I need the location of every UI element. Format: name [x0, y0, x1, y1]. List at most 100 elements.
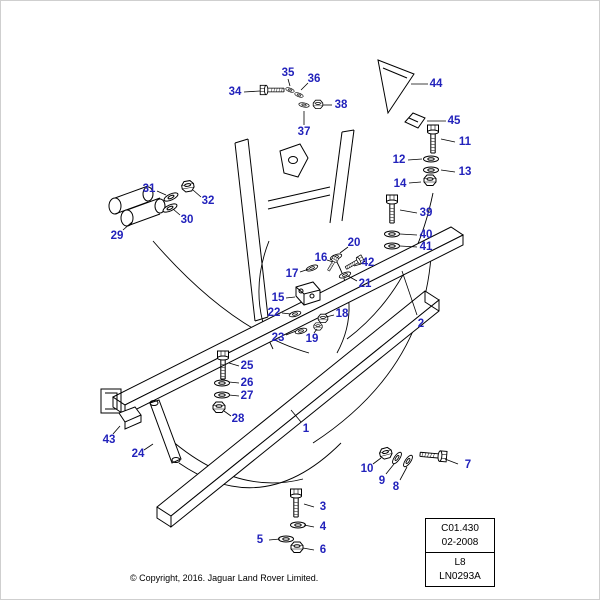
- spacer-tube-bracket: [109, 186, 165, 226]
- callout-labels: 1234567891011121314151617181920212223242…: [103, 67, 472, 556]
- leader-lines: [112, 78, 459, 551]
- callout-39: 39: [420, 207, 433, 219]
- leader-line-9: [385, 463, 395, 475]
- leader-line-7: [444, 458, 459, 465]
- callout-34: 34: [229, 86, 242, 98]
- callout-43: 43: [103, 434, 116, 446]
- callout-40: 40: [420, 229, 433, 241]
- callout-41: 41: [420, 241, 433, 253]
- callout-30: 30: [181, 214, 194, 226]
- leader-line-4: [303, 524, 315, 528]
- leader-line-11: [440, 138, 456, 143]
- nut-38: [312, 99, 324, 109]
- callout-17: 17: [286, 268, 299, 280]
- nut-14: [423, 174, 437, 186]
- catalogue-code: C01.430: [441, 523, 479, 534]
- washer-12: [423, 155, 439, 163]
- leader-line-30: [172, 208, 181, 216]
- bolt-34: [259, 84, 285, 96]
- issue-date: 02-2008: [441, 536, 479, 548]
- washer-31: [162, 190, 180, 204]
- washer-17: [305, 263, 319, 273]
- washer-27: [214, 391, 230, 399]
- leader-line-23: [285, 330, 297, 336]
- leader-line-5: [268, 538, 281, 541]
- callout-14: 14: [394, 178, 407, 190]
- nut-32: [180, 179, 196, 193]
- corner-glass-wedge: [378, 60, 414, 113]
- leader-line-26: [228, 381, 240, 384]
- leader-line-20: [339, 246, 349, 254]
- washer-36: [293, 91, 305, 99]
- callout-37: 37: [298, 126, 311, 138]
- leader-line-25: [228, 362, 240, 367]
- callout-19: 19: [306, 333, 319, 345]
- bolt-11: [427, 124, 439, 154]
- washer-4: [290, 521, 306, 529]
- nut-28: [212, 401, 226, 413]
- leader-line-6: [302, 547, 315, 551]
- nut-18: [317, 313, 329, 324]
- leader-line-29: [122, 221, 133, 231]
- callout-18: 18: [336, 308, 349, 320]
- leader-line-42: [353, 263, 362, 267]
- bolt-7: [419, 448, 448, 463]
- nut-19: [313, 322, 323, 331]
- callout-24: 24: [132, 448, 145, 460]
- leader-line-3: [303, 503, 315, 508]
- bolt-3: [290, 488, 302, 518]
- callout-4: 4: [320, 521, 327, 533]
- leader-line-36: [300, 82, 309, 91]
- leader-line-14: [408, 181, 422, 184]
- leader-line-35: [287, 78, 291, 87]
- leader-line-31: [156, 190, 167, 196]
- leader-line-12: [407, 158, 423, 161]
- callout-13: 13: [459, 166, 472, 178]
- callout-11: 11: [459, 136, 472, 148]
- hinge-bracket: [280, 144, 308, 177]
- washer-8: [401, 453, 415, 469]
- leader-line-32: [192, 189, 202, 198]
- leader-line-21: [347, 275, 358, 282]
- copyright-text: © Copyright, 2016. Jaguar Land Rover Lim…: [130, 573, 319, 583]
- leader-line-22: [281, 312, 292, 315]
- washer-37: [298, 101, 310, 109]
- callout-6: 6: [320, 544, 326, 556]
- support-strut: [150, 400, 181, 463]
- callout-28: 28: [232, 413, 245, 425]
- washer-9: [390, 450, 404, 466]
- callout-21: 21: [359, 278, 372, 290]
- callout-45: 45: [448, 115, 461, 127]
- leader-line-24: [143, 443, 154, 451]
- sheet-code: L8: [454, 557, 466, 568]
- callout-36: 36: [308, 73, 321, 85]
- drawing-info-box: C01.430 02-2008 L8 LN0293A: [425, 518, 495, 587]
- callout-20: 20: [348, 237, 361, 249]
- callout-2: 2: [418, 318, 424, 330]
- leader-line-2: [401, 270, 418, 316]
- nut-6: [290, 541, 304, 553]
- leader-line-34: [243, 90, 261, 93]
- callout-23: 23: [272, 332, 285, 344]
- leader-line-1: [290, 409, 302, 423]
- leader-line-43: [112, 425, 121, 435]
- sill-rail-front: [157, 291, 439, 527]
- leader-line-16: [326, 259, 334, 263]
- callout-8: 8: [393, 481, 400, 493]
- callout-9: 9: [379, 475, 385, 487]
- callout-32: 32: [202, 195, 215, 207]
- mounting-block: [296, 282, 320, 305]
- leader-line-40: [399, 233, 418, 236]
- washer-40: [384, 230, 400, 238]
- washer-41: [384, 242, 400, 250]
- callout-10: 10: [361, 463, 374, 475]
- callout-35: 35: [282, 67, 295, 79]
- washer-5: [278, 535, 294, 543]
- end-bracket: [119, 407, 141, 429]
- callout-29: 29: [111, 230, 124, 242]
- washer-26: [214, 379, 230, 387]
- leader-line-15: [285, 296, 296, 299]
- leader-line-41: [399, 245, 418, 248]
- callout-26: 26: [241, 377, 254, 389]
